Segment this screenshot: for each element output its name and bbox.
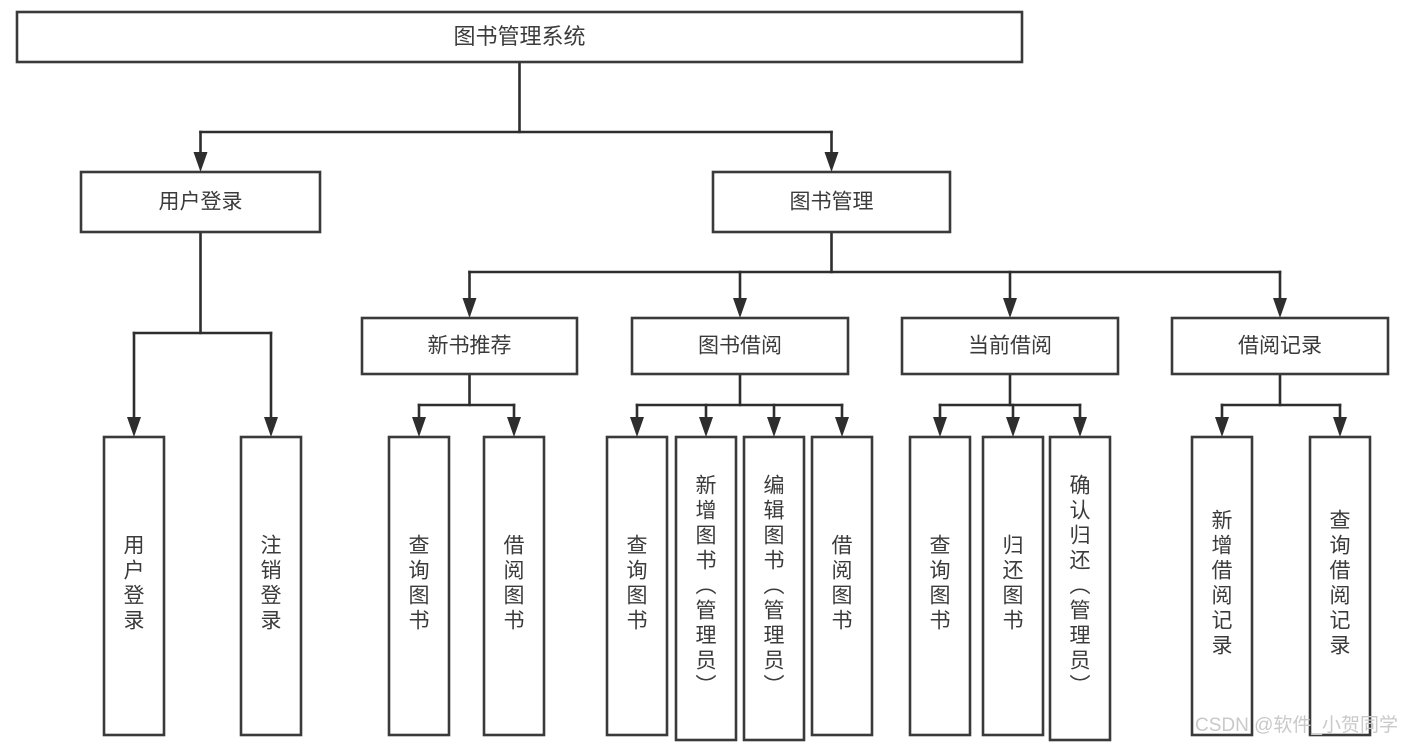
node-label-borrow-record: 借阅记录: [1238, 335, 1322, 358]
arrow-head-icon: [630, 417, 644, 437]
arrow-head-icon: [412, 417, 426, 437]
node-new-book-recommend[interactable]: 新书推荐: [360, 316, 579, 376]
node-leaf-borrow-book-2-rect[interactable]: [810, 435, 874, 737]
arrow-head-icon: [1215, 417, 1229, 437]
arrow-head-icon: [699, 417, 713, 437]
node-leaf-confirm-return-rect[interactable]: [1048, 435, 1112, 742]
node-leaf-user-logout[interactable]: 注销登录: [239, 435, 303, 737]
node-leaf-query-record-rect[interactable]: [1308, 435, 1372, 737]
arrow-head-icon: [767, 417, 781, 437]
node-layer: 图书管理系统用户登录图书管理新书推荐图书借阅当前借阅借阅记录用户登录注销登录查询…: [15, 10, 1390, 742]
node-user-login[interactable]: 用户登录: [79, 170, 322, 234]
arrow-head-icon: [1273, 298, 1287, 318]
node-leaf-add-book[interactable]: 新增图书︵管理员︶: [674, 435, 738, 742]
node-label-leaf-borrow-book-1: 借阅图书: [504, 535, 525, 633]
node-root-rect[interactable]: [15, 10, 1024, 64]
node-label-leaf-query-book-3: 查询图书: [930, 535, 951, 633]
arrow-head-icon: [193, 152, 208, 172]
node-label-user-login: 用户登录: [159, 191, 243, 214]
arrow-head-icon: [127, 417, 141, 437]
node-label-leaf-query-book-2: 查询图书: [627, 535, 648, 633]
node-borrow-record-rect[interactable]: [1170, 316, 1390, 376]
node-current-borrow[interactable]: 当前借阅: [900, 316, 1120, 376]
arrow-head-icon: [264, 417, 278, 437]
node-leaf-query-record[interactable]: 查询借阅记录: [1308, 435, 1372, 737]
node-book-borrow-rect[interactable]: [630, 316, 850, 376]
node-leaf-query-book-3[interactable]: 查询图书: [908, 435, 972, 737]
node-leaf-user-login[interactable]: 用户登录: [102, 435, 166, 737]
arrow-head-icon: [1003, 298, 1017, 318]
arrow-head-icon: [933, 417, 947, 437]
node-leaf-add-record[interactable]: 新增借阅记录: [1190, 435, 1254, 737]
node-user-login-rect[interactable]: [79, 170, 322, 234]
arrow-head-icon: [733, 298, 747, 318]
node-book-borrow[interactable]: 图书借阅: [630, 316, 850, 376]
node-current-borrow-rect[interactable]: [900, 316, 1120, 376]
node-leaf-user-login-rect[interactable]: [102, 435, 166, 737]
node-leaf-return-book[interactable]: 归还图书: [981, 435, 1045, 737]
node-label-root: 图书管理系统: [453, 24, 585, 49]
node-leaf-query-book-3-rect[interactable]: [908, 435, 972, 737]
node-label-leaf-user-login: 用户登录: [124, 535, 145, 633]
connector-layer: [127, 60, 1347, 437]
node-label-leaf-add-book: 新增图书︵管理员︶: [696, 475, 717, 698]
node-label-leaf-borrow-book-2: 借阅图书: [832, 535, 853, 633]
node-label-book-borrow: 图书借阅: [698, 335, 782, 358]
node-label-leaf-query-record: 查询借阅记录: [1330, 510, 1351, 658]
node-leaf-borrow-book-2[interactable]: 借阅图书: [810, 435, 874, 737]
node-leaf-borrow-book-1[interactable]: 借阅图书: [482, 435, 546, 737]
node-label-leaf-edit-book: 编辑图书︵管理员︶: [764, 475, 785, 698]
node-label-book-manage: 图书管理: [790, 191, 874, 214]
node-book-manage-rect[interactable]: [711, 170, 952, 234]
node-label-leaf-user-logout: 注销登录: [261, 535, 282, 633]
node-book-manage[interactable]: 图书管理: [711, 170, 952, 234]
node-leaf-user-logout-rect[interactable]: [239, 435, 303, 737]
node-label-new-book-recommend: 新书推荐: [428, 335, 512, 358]
node-label-leaf-add-record: 新增借阅记录: [1212, 510, 1233, 658]
node-leaf-confirm-return[interactable]: 确认归还︵管理员︶: [1048, 435, 1112, 742]
node-leaf-query-book-2-rect[interactable]: [605, 435, 669, 737]
arrow-head-icon: [835, 417, 849, 437]
node-label-leaf-return-book: 归还图书: [1003, 535, 1024, 633]
node-leaf-add-record-rect[interactable]: [1190, 435, 1254, 737]
node-leaf-add-book-rect[interactable]: [674, 435, 738, 742]
arrow-head-icon: [462, 298, 477, 318]
arrow-head-icon: [1333, 417, 1347, 437]
node-label-leaf-query-book-1: 查询图书: [409, 535, 430, 633]
node-leaf-query-book-2[interactable]: 查询图书: [605, 435, 669, 737]
node-borrow-record[interactable]: 借阅记录: [1170, 316, 1390, 376]
node-root[interactable]: 图书管理系统: [15, 10, 1024, 64]
node-leaf-query-book-1[interactable]: 查询图书: [387, 435, 451, 737]
arrow-head-icon: [824, 152, 839, 172]
node-leaf-borrow-book-1-rect[interactable]: [482, 435, 546, 737]
arrow-head-icon: [507, 417, 521, 437]
csdn-watermark: CSDN @软件_小贺同学: [1195, 714, 1398, 736]
arrow-head-icon: [1006, 417, 1020, 437]
arrow-head-icon: [1073, 417, 1087, 437]
node-leaf-return-book-rect[interactable]: [981, 435, 1045, 737]
node-leaf-query-book-1-rect[interactable]: [387, 435, 451, 737]
node-label-leaf-confirm-return: 确认归还︵管理员︶: [1070, 475, 1091, 698]
node-new-book-recommend-rect[interactable]: [360, 316, 579, 376]
node-leaf-edit-book[interactable]: 编辑图书︵管理员︶: [742, 435, 806, 742]
node-leaf-edit-book-rect[interactable]: [742, 435, 806, 742]
node-label-current-borrow: 当前借阅: [968, 335, 1052, 358]
